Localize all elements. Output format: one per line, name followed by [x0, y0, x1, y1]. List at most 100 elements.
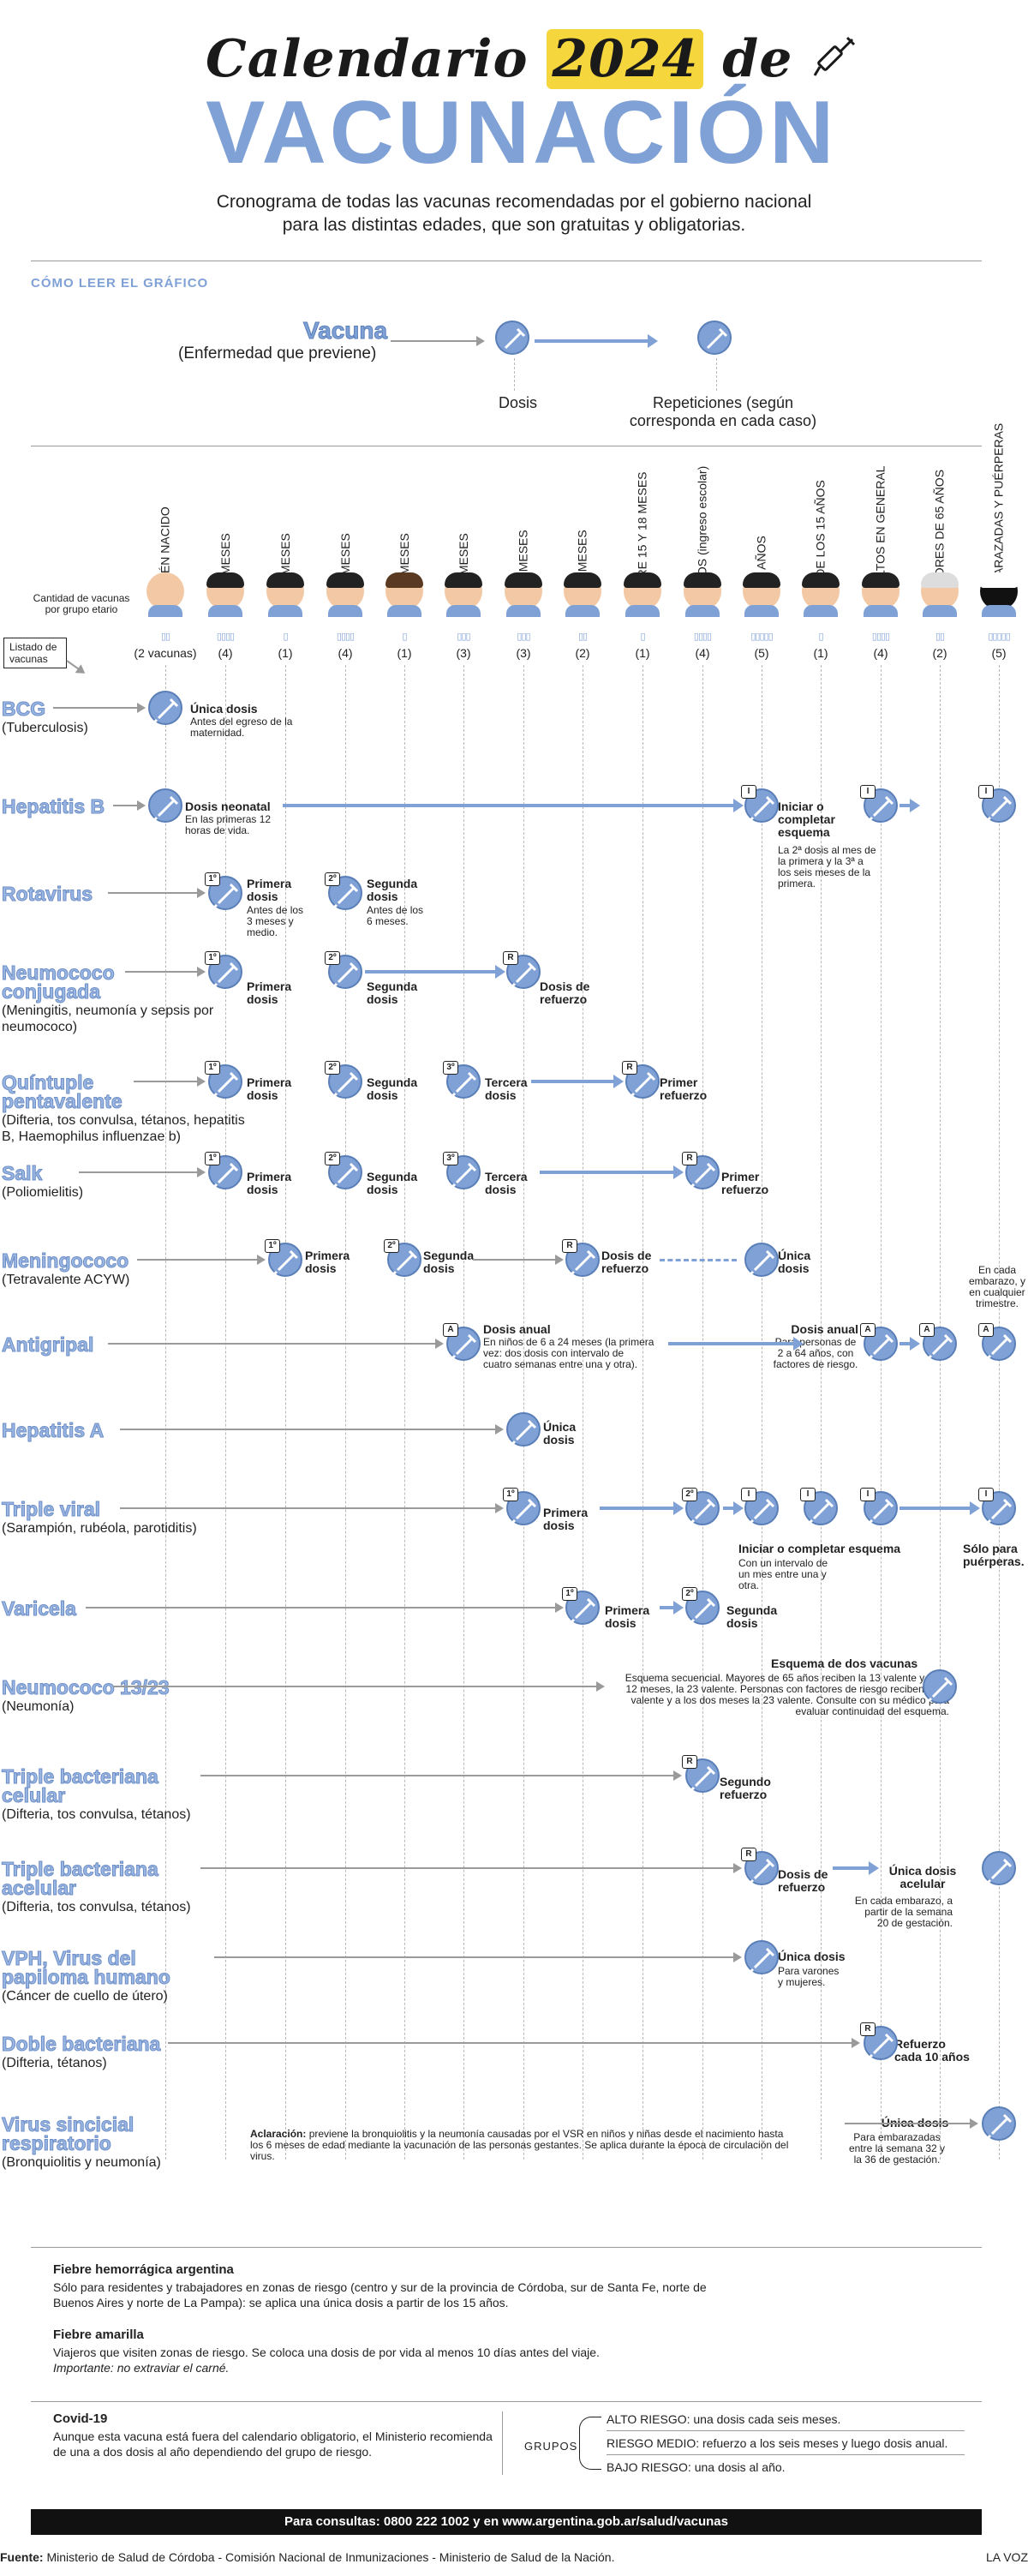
- syringe-icon: I: [741, 785, 779, 823]
- vaccine-count: (5): [991, 646, 1007, 660]
- vaccine-disease: (Difteria, tos convulsa, tétanos): [2, 1807, 191, 1822]
- syringe-icon: [744, 1243, 779, 1277]
- dose-badge: 1º: [205, 951, 220, 965]
- age-column-guide: [225, 665, 226, 2160]
- vaccine-disease: (Difteria, tos convulsa, tétanos, hepati…: [2, 1113, 245, 1144]
- syringe-icon: R: [503, 951, 541, 989]
- dose-badge: I: [860, 785, 876, 799]
- timeline-arrow: [53, 703, 146, 713]
- tbc-reinforce-label: Segundo refuerzo: [720, 1775, 771, 1801]
- age-label: ENTRE 15 Y 18 MESES: [617, 472, 668, 602]
- dose-badge: A: [978, 1323, 994, 1337]
- flu-adult-title: Dosis anual: [791, 1322, 858, 1336]
- timeline-arrow: [200, 1863, 742, 1873]
- timeline-arrow: [108, 1339, 444, 1349]
- mening-first-label: Primera dosis: [305, 1249, 350, 1275]
- vaccine-count: (5): [754, 646, 769, 660]
- tba-pregnant-title: Única dosis acelular: [888, 1864, 957, 1890]
- covid-text: Aunque esta vacuna está fuera del calend…: [53, 2429, 493, 2459]
- vaccine-count-icons: ▯▯▯▯: [693, 632, 712, 642]
- avatar-body: [804, 605, 838, 617]
- vaccine-count-icons: ▯▯▯: [517, 632, 530, 642]
- age-label: 11 AÑOS: [736, 480, 787, 584]
- avatar-body: [565, 605, 600, 617]
- syringe-icon: [811, 33, 859, 93]
- syringe-icon: [148, 691, 182, 725]
- dose-badge: R: [562, 1239, 577, 1253]
- age-column-guide: [642, 665, 643, 2160]
- age-column-guide: [999, 665, 1000, 2160]
- avatar-body: [923, 605, 957, 617]
- mening-second-label: Segunda dosis: [423, 1249, 475, 1275]
- vaccine-count: (2): [932, 646, 947, 660]
- hepb-start-title: Iniciar o completar esquema: [778, 800, 835, 839]
- neumo-second-label: Segunda dosis: [367, 979, 418, 1006]
- dose-badge: 1º: [205, 872, 220, 886]
- vaccine-count: (1): [397, 646, 412, 660]
- legend-repeat-syringe-icon: [697, 321, 732, 355]
- avatar-hair: [386, 572, 423, 588]
- syringe-icon: [744, 1940, 779, 1974]
- dose-badge: A: [860, 1323, 876, 1337]
- age-column-guide: [881, 665, 882, 2160]
- age-label: 3 MESES: [260, 480, 311, 585]
- covid-groups-label: GRUPOS: [524, 2440, 578, 2453]
- fha-text: Sólo para residentes y trabajadores en z…: [53, 2280, 707, 2309]
- vaccine-name: Meningococo: [1, 1249, 129, 1272]
- divider: [31, 2247, 982, 2248]
- fa-title: Fiebre amarilla: [53, 2327, 144, 2342]
- syringe-icon: [506, 1412, 541, 1447]
- age-column-guide: [404, 665, 405, 2160]
- avatar-body: [268, 605, 302, 617]
- title-word-de: de: [722, 29, 793, 89]
- vaccine-count-icons: ▯▯▯▯▯: [750, 632, 773, 642]
- timeline-arrow: [120, 1503, 504, 1513]
- vaccine-name: Salk: [1, 1162, 43, 1184]
- vaccine-disease: (Tuberculosis): [2, 721, 88, 735]
- timeline-arrow: [214, 1952, 742, 1962]
- vaccine-disease: (Sarampión, rubéola, parotiditis): [2, 1521, 197, 1536]
- legend-arrow: [391, 336, 485, 346]
- neumo2323-title: Esquema de dos vacunas: [771, 1656, 918, 1670]
- dose-badge: I: [741, 785, 756, 799]
- timeline-arrow: [86, 1603, 564, 1613]
- avatar-body: [506, 605, 541, 617]
- vaccine-count-icons: ▯: [640, 632, 645, 642]
- legend-dose-syringe-icon: [495, 321, 529, 355]
- syringe-icon: 1º: [265, 1239, 302, 1277]
- vaccine-count: (3): [456, 646, 471, 660]
- tba-pregnant-note: En cada embarazo, a partir de la semana …: [854, 1895, 953, 1929]
- timeline-arrow: [137, 1255, 266, 1265]
- syringe-icon: A: [443, 1323, 481, 1361]
- covid-group-low: BAJO RIESGO: una dosis al año.: [607, 2460, 786, 2474]
- vaccine-count-icons: ▯▯: [935, 632, 945, 642]
- legend-repeat-arrow: [535, 334, 658, 348]
- dose-badge: A: [919, 1323, 935, 1337]
- vaccine-name: Quíntuple pentavalente: [2, 1071, 123, 1112]
- syringe-icon: I: [978, 785, 1016, 823]
- dose-badge: 1º: [205, 1061, 220, 1075]
- vaccine-count-icons: ▯▯▯▯: [871, 632, 890, 642]
- salk-first-label: Primera dosis: [247, 1170, 292, 1196]
- avatar-body: [685, 605, 720, 617]
- syringe-icon: 2º: [682, 1488, 720, 1525]
- person-avatar: [684, 572, 721, 617]
- person-avatar: [921, 572, 959, 617]
- optional-arrow: [660, 1259, 737, 1261]
- fa-note: Importante: no extraviar el carné.: [53, 2361, 230, 2375]
- vaccine-name: Hepatitis A: [1, 1419, 105, 1441]
- syringe-icon: 1º: [205, 1152, 242, 1189]
- dose-badge: R: [682, 1755, 697, 1769]
- vsr-clarification: Aclaración: previene la bronquiolitis y …: [250, 2129, 793, 2162]
- subtitle: Cronograma de todas las vacunas recomend…: [154, 190, 874, 237]
- covid-groups-brace: [579, 2417, 601, 2470]
- avatar-hair: [921, 572, 959, 588]
- dose-badge: R: [682, 1152, 697, 1165]
- dose-badge: I: [741, 1488, 756, 1501]
- penta-reinforce-label: Primer refuerzo: [660, 1075, 708, 1102]
- syringe-icon: I: [860, 1488, 898, 1525]
- age-column-guide: [285, 665, 286, 2160]
- covid-title: Covid-19: [53, 2411, 108, 2426]
- vsr-clarification-text: previene la bronquiolitis y la neumonía …: [250, 2128, 789, 2162]
- repeat-arrow: [900, 1501, 980, 1515]
